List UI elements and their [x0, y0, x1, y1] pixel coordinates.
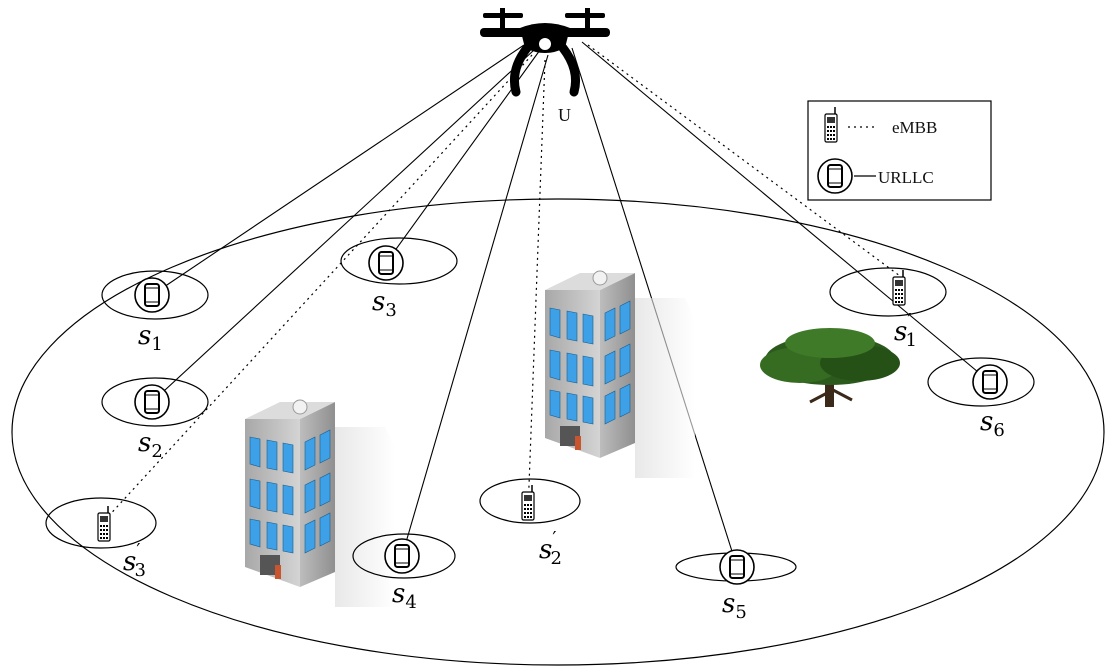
urllc-user-s2: s2 [101, 377, 209, 462]
svg-text:s6: s6 [980, 407, 1005, 441]
svg-text:s4: s4 [392, 579, 417, 613]
tree-image [760, 328, 900, 407]
link-s1 [151, 44, 525, 296]
svg-text:s2: s2 [138, 428, 163, 462]
urllc-user-s3: s3 [340, 237, 458, 321]
feature-phone-icon [521, 484, 535, 521]
urllc-user-s6: s6 [927, 357, 1035, 441]
svg-text:s′3: s′3 [123, 540, 146, 581]
svg-text:s′1: s′1 [894, 310, 917, 351]
smartphone-icon [719, 549, 755, 585]
urllc-user-s1: s1 [101, 270, 209, 355]
uav-label: U [558, 105, 571, 125]
svg-text:s1: s1 [138, 321, 163, 355]
legend-urllc-label: URLLC [878, 168, 934, 187]
building-left [244, 399, 396, 608]
embb-user-s1-prime: s′1 [829, 267, 947, 351]
feature-phone-icon [97, 505, 111, 542]
link-s2 [151, 49, 535, 403]
svg-text:s5: s5 [722, 589, 747, 623]
legend: eMBB URLLC [807, 100, 992, 201]
svg-text:s3: s3 [372, 287, 397, 321]
legend-embb-label: eMBB [892, 118, 937, 137]
svg-text:s′2: s′2 [539, 528, 562, 569]
urllc-user-s5: s5 [675, 549, 797, 623]
smartphone-icon [972, 364, 1008, 400]
smartphone-icon [368, 245, 404, 281]
coverage-area [11, 198, 1105, 666]
urllc-user-s4: s4 [352, 533, 456, 613]
uav-icon [480, 8, 610, 97]
link-s6 [581, 41, 991, 383]
building-right [544, 270, 696, 479]
legend-urllc-icon [817, 158, 853, 194]
feature-phone-icon [892, 269, 906, 306]
link-s2-prime [527, 59, 546, 513]
smartphone-icon [134, 277, 170, 313]
smartphone-icon [384, 538, 420, 574]
smartphone-icon [134, 384, 170, 420]
embb-user-s3-prime: s′3 [45, 497, 157, 581]
embb-user-s2-prime: s′2 [479, 478, 581, 569]
link-s4 [401, 54, 549, 557]
links [104, 41, 991, 568]
